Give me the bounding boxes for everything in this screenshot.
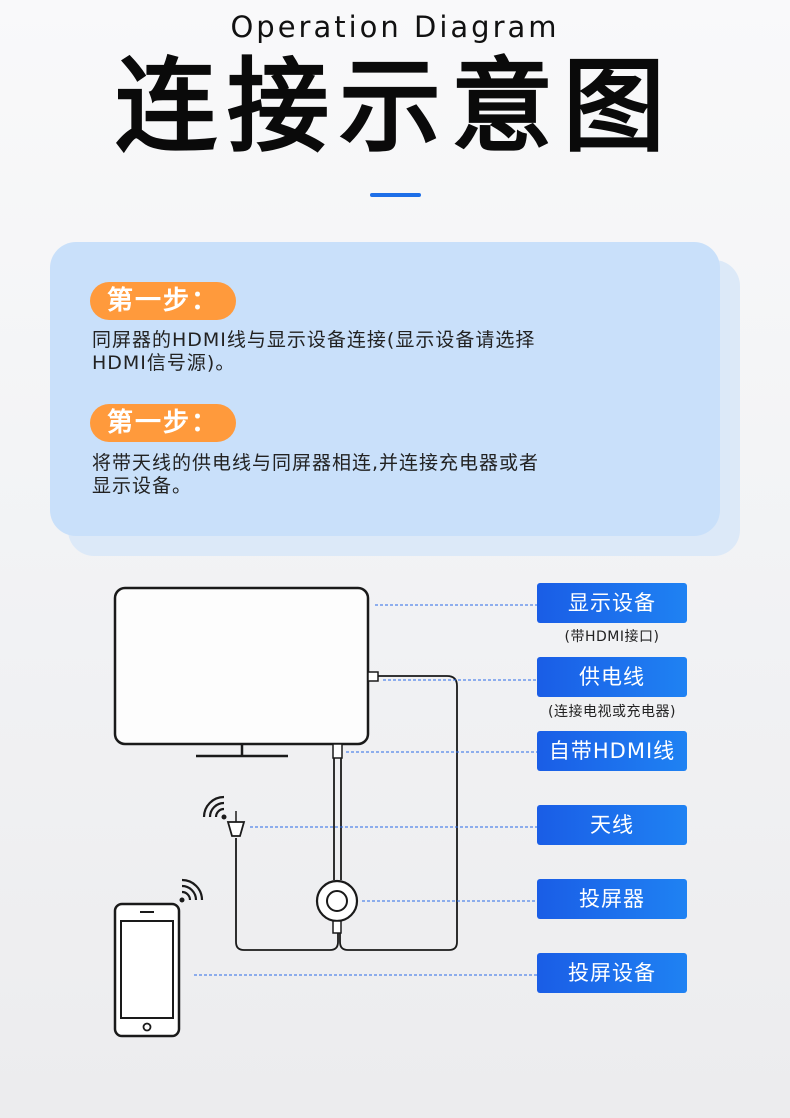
wifi-signal-icon <box>202 795 227 820</box>
step-2-badge: 第一步： <box>90 404 236 442</box>
label-display-device-note: (带HDMI接口) <box>564 629 660 645</box>
step-1-text-line2: HDMI信号源)。 <box>92 352 236 374</box>
step-1-text-line1: 同屏器的HDMI线与显示设备连接(显示设备请选择 <box>92 329 536 351</box>
step-2-text-line2: 显示设备。 <box>92 475 193 497</box>
hdmi-cable-icon <box>332 743 343 880</box>
label-display-device: 显示设备 <box>537 583 687 623</box>
step-1-text: 同屏器的HDMI线与显示设备连接(显示设备请选择 HDMI信号源)。 <box>92 329 612 375</box>
label-dongle: 投屏器 <box>537 879 687 919</box>
connection-diagram <box>113 586 537 1038</box>
label-hdmi-cable: 自带HDMI线 <box>537 731 687 771</box>
screen-mirroring-dongle-icon <box>315 879 359 934</box>
step-1-badge: 第一步： <box>90 282 236 320</box>
power-cable-line <box>339 675 458 951</box>
wifi-signal-icon <box>179 878 204 903</box>
label-power-cable: 供电线 <box>537 657 687 697</box>
label-casting-device: 投屏设备 <box>537 953 687 993</box>
page-title: 连接示意图 <box>115 48 675 167</box>
label-power-cable-note: (连接电视或充电器) <box>548 704 676 720</box>
antenna-icon <box>226 811 246 837</box>
step-2-text-line1: 将带天线的供电线与同屏器相连,并连接充电器或者 <box>92 452 540 474</box>
tv-icon <box>113 586 379 758</box>
page-subtitle: Operation Diagram <box>230 10 560 44</box>
antenna-cable-line <box>235 838 339 951</box>
leader-lines <box>194 604 537 976</box>
title-accent-divider <box>370 193 421 197</box>
label-antenna: 天线 <box>537 805 687 845</box>
step-2-text: 将带天线的供电线与同屏器相连,并连接充电器或者 显示设备。 <box>92 452 612 498</box>
smartphone-icon <box>113 902 181 1038</box>
